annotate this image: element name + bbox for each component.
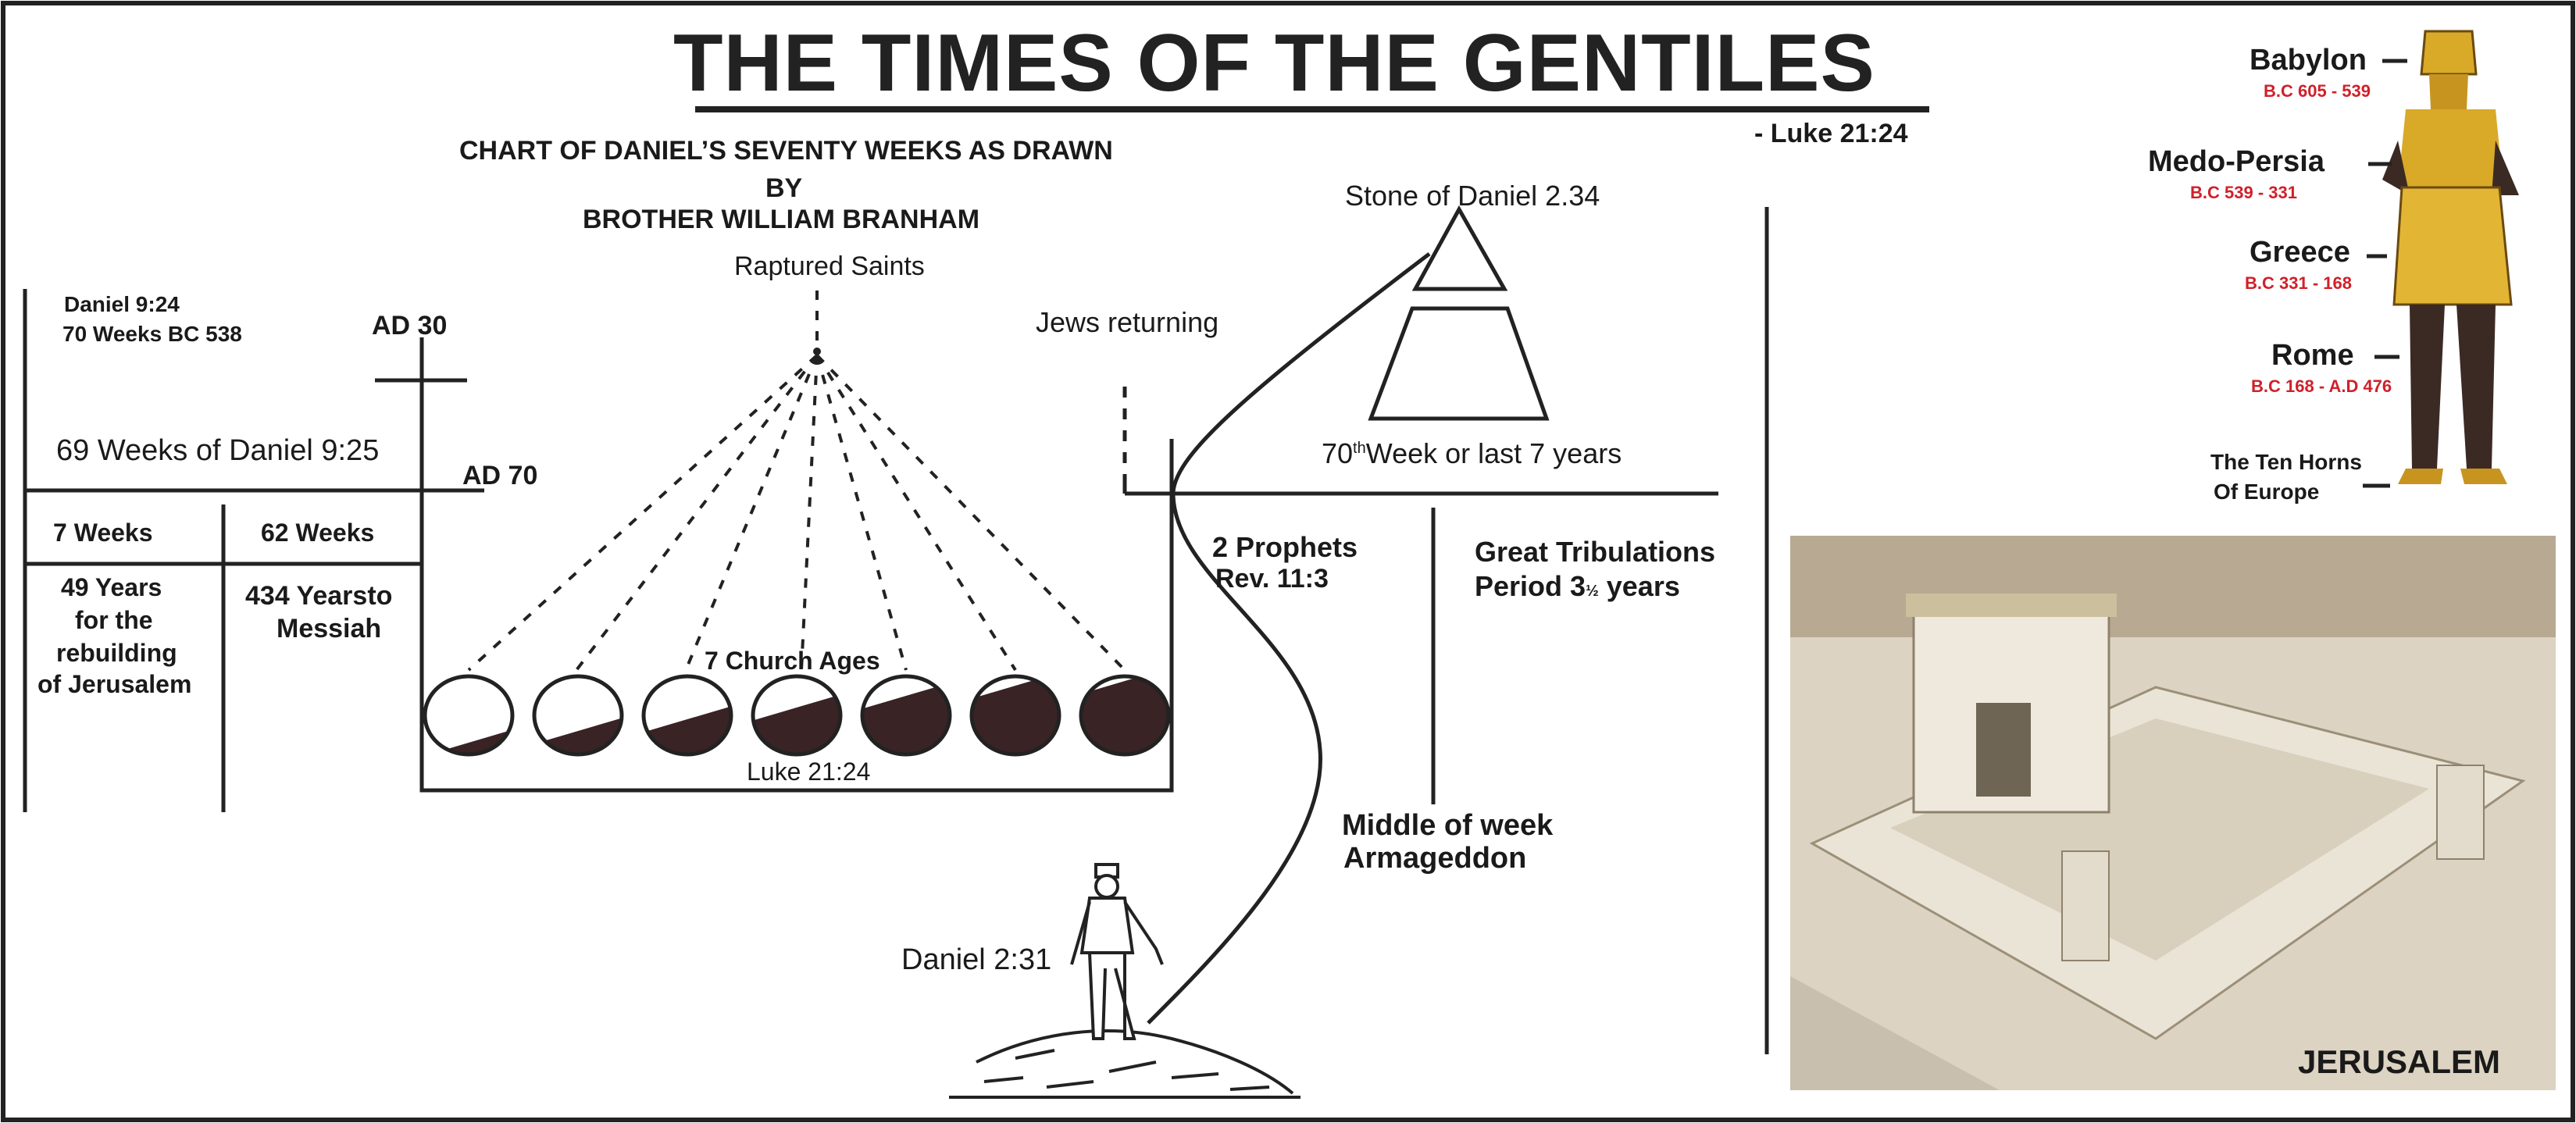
messiah-years-line-1: 434 Yearsto: [245, 581, 393, 611]
empire-greece-dates: B.C 331 - 168: [2245, 273, 2352, 293]
tribulation-fraction: ½: [1586, 583, 1599, 600]
tribulation-years: years: [1598, 570, 1680, 602]
forty-nine-years-line-3: rebuilding: [56, 639, 177, 667]
middle-week-line-2: Armageddon: [1343, 842, 1527, 875]
rapture-lines: [467, 291, 1126, 672]
stone-base: [1368, 306, 1550, 421]
tribulation-period: Period 3: [1475, 570, 1586, 602]
empire-babylon: Babylon: [2250, 44, 2367, 77]
forty-nine-years-line-1: 49 Years: [61, 573, 162, 601]
ten-horns-line-2: Of Europe: [2214, 480, 2320, 504]
sixty-nine-weeks-label: 69 Weeks of Daniel 9:25: [56, 434, 380, 467]
empire-medo-persia-dates: B.C 539 - 331: [2190, 183, 2297, 202]
seven-weeks-label: 7 Weeks: [53, 519, 153, 547]
church-age-moon: [532, 674, 624, 757]
caption-line-1: CHART OF DANIEL’S SEVENTY WEEKS AS DRAWN: [459, 136, 1113, 166]
empire-rome: Rome: [2271, 339, 2354, 372]
church-age-moon: [1079, 674, 1171, 757]
forty-nine-years-line-4: of Jerusalem: [37, 670, 192, 698]
seventy-weeks-label: 70 Weeks BC 538: [62, 322, 242, 346]
stone-path: [1147, 252, 1431, 1025]
raptured-saints-label: Raptured Saints: [734, 251, 925, 281]
jerusalem-photo: [1790, 536, 2556, 1090]
stone-top: [1411, 205, 1508, 291]
ad70-label: AD 70: [462, 461, 538, 490]
messiah-years-line-2: Messiah: [277, 614, 382, 643]
tribulation-line-1: Great Tribulations: [1475, 536, 1716, 568]
church-ages-label: 7 Church Ages: [705, 647, 880, 675]
title-reference: - Luke 21:24: [1754, 119, 1908, 148]
daniel-231-label: Daniel 2:31: [901, 943, 1052, 976]
caption-line-2: BY: [765, 173, 803, 203]
tribulation-line-2: Period 3½ years: [1475, 570, 1680, 603]
empire-babylon-dates: B.C 605 - 539: [2264, 81, 2371, 101]
figure-drawing: [1070, 863, 1164, 1040]
daniel-924-label: Daniel 9:24: [64, 292, 180, 316]
week-text: Week or last 7 years: [1365, 437, 1622, 469]
church-age-moon: [751, 674, 843, 757]
prophets-line-1: 2 Prophets: [1212, 531, 1358, 563]
church-ages-box: [419, 439, 1174, 793]
church-age-moon: [423, 674, 515, 757]
ad30-label: AD 30: [372, 311, 448, 340]
church-age-moon: [969, 674, 1061, 757]
middle-week-line-1: Middle of week: [1342, 809, 1554, 842]
empires-statue: [2363, 30, 2519, 488]
rock-ground: [949, 1029, 1300, 1099]
stone-of-daniel-label: Stone of Daniel 2.34: [1345, 180, 1600, 212]
church-age-moon: [860, 674, 952, 757]
ten-horns-line-1: The Ten Horns: [2210, 450, 2362, 474]
caption-line-3: BROTHER WILLIAM BRANHAM: [583, 205, 980, 234]
jews-returning-label: Jews returning: [1036, 306, 1219, 338]
page-title: THE TIMES OF THE GENTILES: [673, 18, 1875, 109]
week-suffix-sup: th: [1353, 440, 1366, 457]
forty-nine-years-line-2: for the: [75, 606, 153, 634]
empire-rome-dates: B.C 168 - A.D 476: [2251, 376, 2392, 396]
rapture-apex: [813, 348, 821, 355]
seventieth-week-label: 70thWeek or last 7 years: [1322, 437, 1622, 470]
empire-greece: Greece: [2250, 236, 2350, 269]
sixty-two-weeks-label: 62 Weeks: [261, 519, 375, 547]
week-number: 70: [1322, 437, 1354, 469]
luke-2124-label: Luke 21:24: [747, 758, 871, 786]
empire-medo-persia: Medo-Persia: [2148, 145, 2324, 178]
prophets-line-2: Rev. 11:3: [1215, 564, 1329, 594]
jerusalem-label: JERUSALEM: [2298, 1043, 2501, 1080]
church-age-moon: [641, 674, 733, 757]
